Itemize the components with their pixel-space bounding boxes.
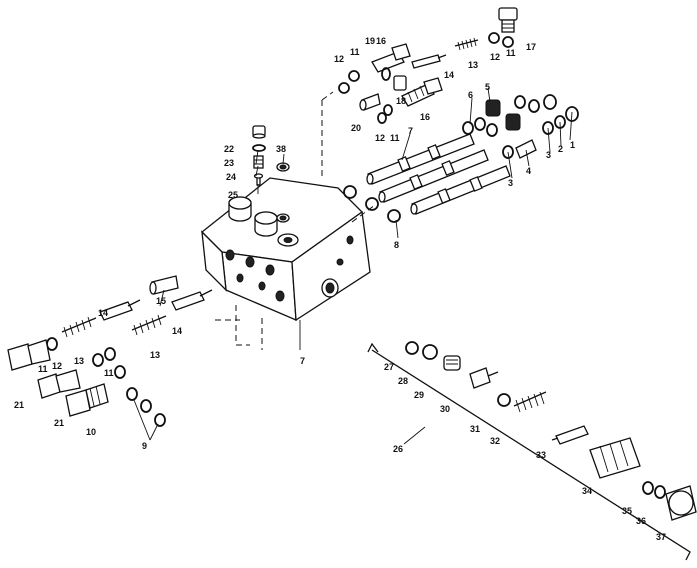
upper-valve-parts: [338, 7, 518, 124]
callout-17: 17: [526, 42, 536, 52]
callout-22: 22: [224, 144, 234, 154]
callout-3: 3: [546, 150, 551, 160]
leader-lines: [133, 87, 573, 445]
callout-18: 18: [396, 96, 406, 106]
callout-10: 10: [86, 427, 96, 437]
callout-7: 7: [408, 126, 413, 136]
callout-21: 21: [14, 400, 24, 410]
callout-16: 16: [376, 36, 386, 46]
spool-group: [343, 94, 579, 223]
callout-21: 21: [54, 418, 64, 428]
callout-14: 14: [444, 70, 454, 80]
lower-left-parts: [7, 275, 213, 427]
callout-24: 24: [226, 172, 236, 182]
callout-12: 12: [490, 52, 500, 62]
callout-38: 38: [276, 144, 286, 154]
callout-34: 34: [582, 486, 592, 496]
callout-8: 8: [394, 240, 399, 250]
callout-37: 37: [656, 532, 666, 542]
callout-5: 5: [485, 82, 490, 92]
callout-7: 7: [300, 356, 305, 366]
callout-26: 26: [393, 444, 403, 454]
top-plug-parts: [252, 125, 290, 186]
callout-33: 33: [536, 450, 546, 460]
callout-15: 15: [156, 296, 166, 306]
callout-23: 23: [224, 158, 234, 168]
valve-block: [201, 177, 371, 322]
callout-12: 12: [52, 361, 62, 371]
callout-28: 28: [398, 376, 408, 386]
callout-25: 25: [228, 190, 238, 200]
callout-13: 13: [150, 350, 160, 360]
callout-12: 12: [334, 54, 344, 64]
callout-14: 14: [172, 326, 182, 336]
callout-20: 20: [351, 123, 361, 133]
callout-13: 13: [74, 356, 84, 366]
relief-valve-assembly: [367, 341, 697, 561]
callout-13: 13: [468, 60, 478, 70]
callout-labels: 1 2 3 3 4 5 6 7 7 8 9 10 11 11 11 11 11 …: [14, 36, 666, 542]
callout-30: 30: [440, 404, 450, 414]
callout-3: 3: [508, 178, 513, 188]
callout-11: 11: [390, 133, 400, 143]
alignment-lines: [215, 91, 376, 350]
callout-11: 11: [104, 368, 114, 378]
callout-11: 11: [38, 364, 48, 374]
callout-9: 9: [142, 441, 147, 451]
callout-1: 1: [570, 140, 575, 150]
callout-11: 11: [506, 48, 516, 58]
callout-27: 27: [384, 362, 394, 372]
callout-35: 35: [622, 506, 632, 516]
callout-29: 29: [414, 390, 424, 400]
callout-11: 11: [350, 47, 360, 57]
callout-2: 2: [558, 144, 563, 154]
callout-19: 19: [365, 36, 375, 46]
callout-4: 4: [526, 166, 531, 176]
callout-31: 31: [470, 424, 480, 434]
callout-32: 32: [490, 436, 500, 446]
callout-14: 14: [98, 308, 108, 318]
callout-6: 6: [468, 90, 473, 100]
callout-36: 36: [636, 516, 646, 526]
callout-16: 16: [420, 112, 430, 122]
callout-12: 12: [375, 133, 385, 143]
